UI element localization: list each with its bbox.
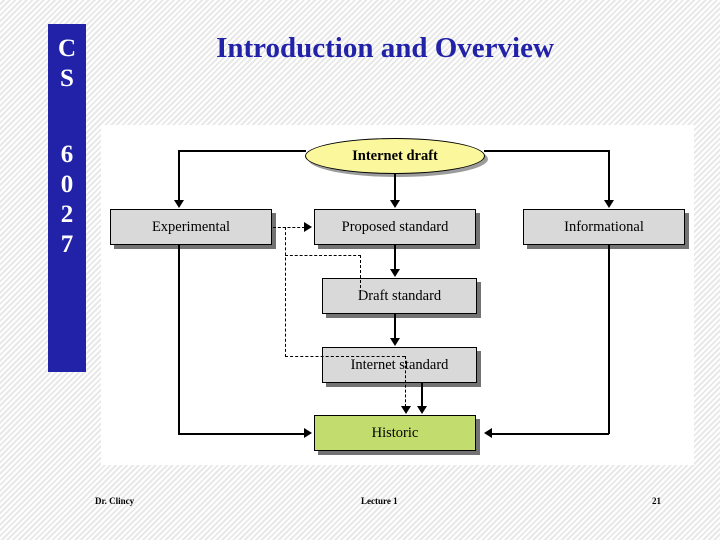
- maturity-levels-diagram: Internet draft Experimental Proposed sta…: [101, 125, 694, 465]
- arrowhead-draft-to-internet: [390, 338, 400, 346]
- node-internet-standard: Internet standard: [322, 347, 477, 383]
- edge-draft-to-informational-h: [484, 150, 609, 152]
- course-number-digit-3: 2: [60, 201, 74, 228]
- course-number-digit-4: 7: [60, 231, 74, 258]
- edge-draft-to-internet: [394, 314, 396, 339]
- node-historic-label: Historic: [371, 424, 419, 441]
- node-informational: Informational: [523, 209, 685, 245]
- node-draft-standard: Draft standard: [322, 278, 477, 314]
- edge-dashed-proposed-stub-h: [285, 255, 361, 256]
- arrowhead-internet-to-historic: [417, 406, 427, 414]
- edge-experimental-to-historic-h: [178, 433, 306, 435]
- course-letter-line-2: S: [60, 65, 74, 92]
- edge-informational-to-historic-h: [492, 433, 609, 435]
- course-number-digit-1: 6: [60, 141, 74, 168]
- edge-proposed-to-draft: [394, 245, 396, 270]
- footer-page-number: 21: [652, 496, 661, 506]
- footer-author: Dr. Clincy: [95, 496, 135, 506]
- page-title: Introduction and Overview: [216, 32, 554, 64]
- edge-draft-to-informational-v: [608, 150, 610, 201]
- course-number: 6 0 2 7: [48, 140, 86, 260]
- node-informational-label: Informational: [564, 218, 644, 235]
- edge-dashed-vertical-to-historic: [405, 356, 406, 407]
- edge-experimental-to-historic-v: [178, 245, 180, 434]
- node-experimental: Experimental: [110, 209, 272, 245]
- edge-draft-to-experimental-v: [178, 150, 180, 201]
- course-letter-line-1: C: [57, 35, 77, 62]
- footer-lecture: Lecture 1: [361, 496, 398, 506]
- node-internet-draft-label: Internet draft: [352, 147, 438, 164]
- edge-draft-to-proposed: [394, 174, 396, 201]
- course-code-bar: C S 6 0 2 7: [48, 24, 86, 372]
- node-internet-standard-label: Internet standard: [350, 356, 449, 373]
- course-number-digit-2: 0: [60, 171, 74, 198]
- node-proposed-standard: Proposed standard: [314, 209, 476, 245]
- arrowhead-experimental-to-historic: [304, 428, 312, 438]
- arrowhead-dashed-to-historic: [401, 406, 411, 414]
- edge-dashed-horizontal-lower: [285, 356, 405, 357]
- node-experimental-label: Experimental: [151, 218, 231, 235]
- arrowhead-proposed-to-draft: [390, 269, 400, 277]
- edge-experimental-to-proposed: [273, 227, 305, 228]
- arrowhead-draft-to-informational: [604, 200, 614, 208]
- node-proposed-standard-label: Proposed standard: [341, 218, 449, 235]
- arrowhead-draft-to-proposed: [390, 200, 400, 208]
- node-draft-standard-label: Draft standard: [357, 287, 442, 304]
- arrowhead-informational-to-historic: [484, 428, 492, 438]
- edge-draft-to-experimental-h: [178, 150, 306, 152]
- arrowhead-draft-to-experimental: [174, 200, 184, 208]
- arrowhead-experimental-to-proposed: [304, 222, 312, 232]
- node-internet-draft: Internet draft: [305, 138, 485, 174]
- edge-internet-to-historic: [421, 383, 423, 407]
- course-letters: C S: [48, 34, 86, 94]
- node-historic: Historic: [314, 415, 476, 451]
- edge-dashed-proposed-stub: [360, 255, 361, 293]
- edge-dashed-vertical-left: [285, 227, 286, 357]
- edge-informational-to-historic-v: [608, 245, 610, 434]
